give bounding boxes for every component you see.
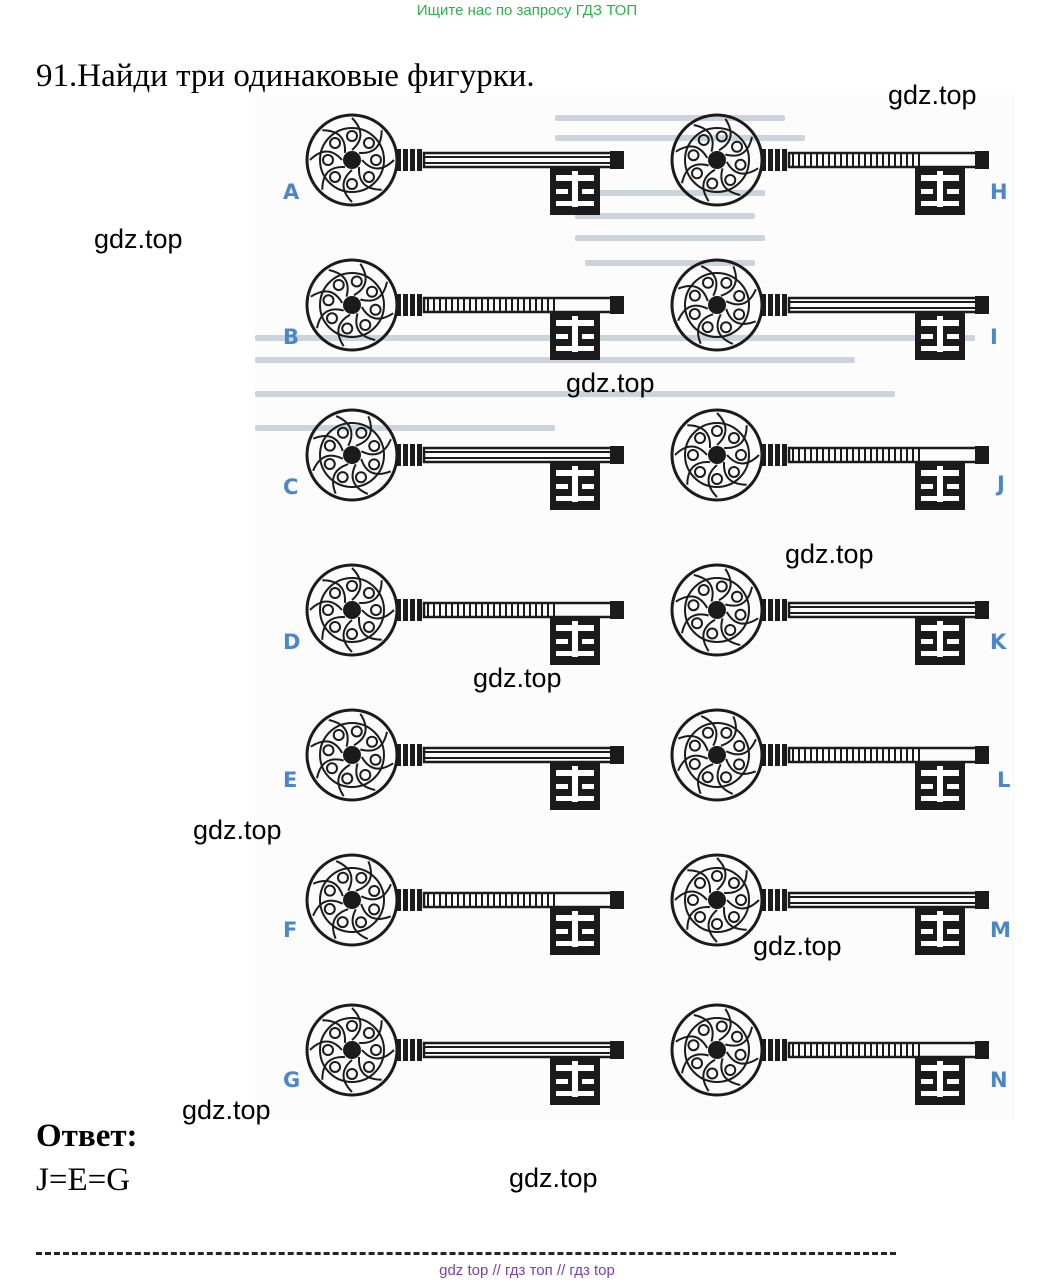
faded-text-line [255,335,975,341]
faded-text-line [585,260,755,266]
watermark: gdz.top [888,80,977,110]
key-d [305,563,624,665]
key-g [305,1003,624,1105]
key-a [305,113,624,215]
key-i [670,258,989,360]
key-k [670,563,989,665]
faded-text-line [255,391,895,397]
key-f [305,853,624,955]
key-j [670,408,989,510]
watermark: gdz.top [94,224,183,254]
key-letter-e: E [283,768,298,792]
faded-text-line [575,235,765,241]
watermark: gdz.top [785,539,874,569]
key-letter-l: L [997,768,1011,792]
key-c [305,408,624,510]
key-b [305,258,624,360]
key-letter-d: D [283,630,301,654]
key-letter-j: J [997,472,1005,496]
key-letter-k: K [990,630,1007,654]
cut-off-text-line [36,1252,896,1261]
answer-value: J=E=G [36,1162,131,1198]
answer-label: Ответ: [36,1118,138,1154]
watermark: gdz.top [509,1163,598,1193]
key-letter-f: F [283,918,298,942]
key-l [670,708,989,810]
top-banner[interactable]: Ищите нас по запросу ГДЗ ТОП [416,2,638,19]
key-m [670,853,989,955]
faded-text-line [255,425,555,431]
key-letter-b: B [283,325,300,349]
watermark: gdz.top [182,1095,271,1125]
key-letter-h: H [990,180,1008,204]
faded-text-line [555,135,805,141]
faded-text-line [575,213,755,219]
key-h [670,113,989,215]
key-e [305,708,624,810]
key-letter-a: A [283,180,300,204]
key-letter-n: N [990,1068,1008,1092]
faded-text-line [555,115,785,121]
key-letter-g: G [283,1068,301,1092]
faded-text-line [575,190,765,196]
watermark: gdz.top [753,931,842,961]
key-letter-m: M [990,918,1011,942]
watermark: gdz.top [473,663,562,693]
key-letter-i: I [990,325,998,349]
key-n [670,1003,989,1105]
task-title: 91.Найди три одинаковые фигурки. [36,58,535,94]
watermark: gdz.top [193,815,282,845]
key-letter-c: C [283,475,299,499]
watermark: gdz.top [566,368,655,398]
footer-links[interactable]: gdz top // гдз топ // гдз top [439,1262,615,1279]
